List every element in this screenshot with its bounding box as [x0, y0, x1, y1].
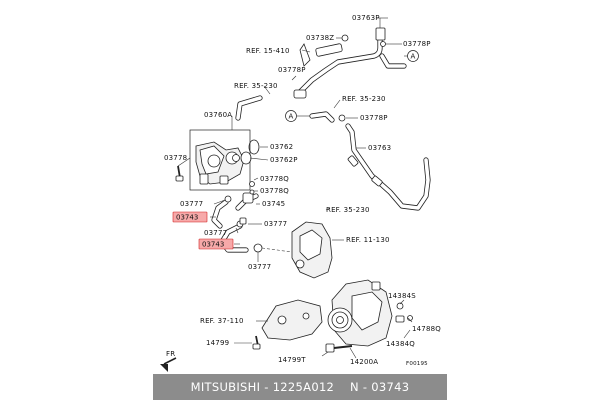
- fr-label: FR: [166, 350, 175, 358]
- label-03762P: 03762P: [270, 156, 298, 164]
- label-ref-35-230-c: REF. 35-230: [326, 206, 370, 214]
- circle-a-label-2: A: [289, 113, 294, 121]
- pipe-fitting-top: [375, 27, 386, 41]
- label-03777-a: 03777: [180, 200, 203, 208]
- alternator-14200A: [325, 279, 393, 353]
- label-14799T: 14799T: [278, 356, 306, 364]
- label-ref-11-130: REF. 11-130: [346, 236, 390, 244]
- pipe-clip-a: [347, 155, 359, 167]
- clip-03778P-top: [380, 41, 386, 47]
- pipe-upper-left: [235, 89, 307, 121]
- washer-14788Q: [395, 315, 405, 323]
- footer-separator-1: -: [260, 380, 273, 394]
- label-03777-c: 03777: [204, 229, 227, 237]
- label-03763: 03763: [368, 144, 391, 152]
- label-14799: 14799: [206, 339, 229, 347]
- label-14384S: 14384S: [388, 292, 416, 300]
- footer-part-number: 1225A012: [272, 380, 335, 394]
- footer-brand: MITSUBISHI: [190, 380, 261, 394]
- label-03777-d: 03777: [248, 263, 271, 271]
- bracket-ref-37-110: [252, 299, 323, 350]
- circle-a-label: A: [411, 53, 416, 61]
- pipe-clamp-mid: [293, 89, 307, 99]
- label-03777-b: 03777: [264, 220, 287, 228]
- highlight-03743-a: 03743: [172, 211, 208, 223]
- label-14384Q: 14384Q: [386, 340, 415, 348]
- clip-03778Q: [249, 181, 255, 187]
- part-labels: 03763P 03738Z 03778P REF. 15-410 03778P …: [164, 14, 441, 367]
- thermostat-housing-03760A: [189, 129, 260, 191]
- engine-block-ref-11-130: [291, 221, 333, 279]
- label-ref-35-230-a: REF. 35-230: [234, 82, 278, 90]
- label-ref-15-410: REF. 15-410: [246, 47, 290, 55]
- parts-diagram: A A: [160, 14, 441, 372]
- connection-a-top: A: [404, 50, 419, 62]
- label-03778Q: 03778Q: [260, 175, 289, 183]
- label-03743-b: 03743: [202, 241, 224, 249]
- label-f00195: F00195: [406, 361, 428, 367]
- bracket-15-410: [299, 43, 311, 67]
- label-03745: 03745: [262, 200, 285, 208]
- nuts-and-washers: [395, 302, 413, 323]
- label-03738Z: 03738Z: [306, 34, 334, 42]
- label-03778P-top: 03778P: [403, 40, 431, 48]
- nut-14384S: [396, 302, 404, 310]
- clamp-03738Z: [341, 34, 349, 42]
- return-pipe-03763: [338, 114, 431, 211]
- label-03743-a: 03743: [176, 214, 198, 222]
- connection-a-mid: A: [285, 110, 335, 123]
- part-number-footer: MITSUBISHI - 1225A012 N - 03743: [153, 374, 447, 400]
- label-03778P-mid: 03778P: [278, 66, 306, 74]
- label-03778: 03778: [164, 154, 187, 162]
- bolt-03778: [175, 165, 184, 182]
- upper-pipe-assembly: [297, 27, 407, 95]
- clip-03778Q-b: [249, 189, 255, 195]
- footer-separator-2: N -: [334, 380, 372, 394]
- label-03778Q-b: 03778Q: [260, 187, 289, 195]
- label-14788Q: 14788Q: [412, 325, 441, 333]
- pipe-bracket: [315, 43, 343, 57]
- front-arrow: FR: [160, 350, 177, 372]
- clamp-03777-c: [253, 243, 263, 253]
- highlight-03743-b: 03743: [198, 238, 234, 250]
- clip-03778P-right: [338, 114, 346, 122]
- label-03778P-right: 03778P: [360, 114, 388, 122]
- gasket-03762: [248, 139, 260, 155]
- clamp-03777-a: [224, 195, 232, 203]
- label-ref-35-230-b: REF. 35-230: [342, 95, 386, 103]
- label-03760A: 03760A: [204, 111, 232, 119]
- pipe-03745: [242, 192, 254, 204]
- label-ref-37-110: REF. 37-110: [200, 317, 244, 325]
- nut-14384Q: [407, 315, 413, 321]
- label-03763P: 03763P: [352, 14, 380, 22]
- label-03762: 03762: [270, 143, 293, 151]
- footer-ref-number: 03743: [371, 380, 410, 394]
- label-14200A: 14200A: [350, 358, 378, 366]
- leader-lines: [177, 17, 413, 359]
- pipe-clip-b: [371, 175, 383, 187]
- thermostat-03762P: [240, 151, 252, 165]
